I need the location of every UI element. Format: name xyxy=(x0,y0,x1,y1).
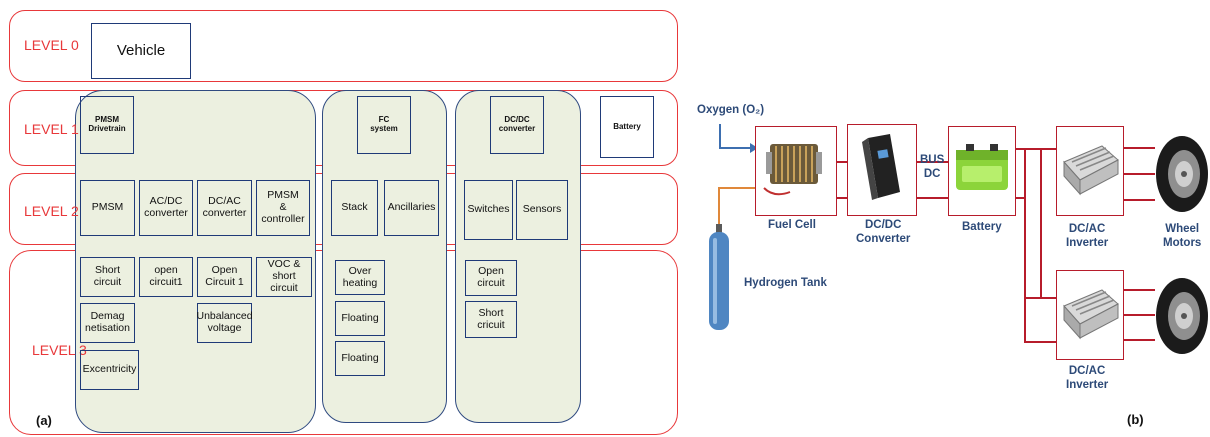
battery-label: Battery xyxy=(962,220,1002,234)
link-dcdc-bus-lower xyxy=(916,197,950,199)
demagnetisation-box: Demag netisation xyxy=(80,303,135,343)
switches-box: Switches xyxy=(464,180,513,240)
open-circuit-1-box: Open Circuit 1 xyxy=(197,257,252,297)
level-2-label: LEVEL 2 xyxy=(24,203,79,219)
link-bus-inverter-bottom-a xyxy=(1024,297,1058,299)
panel-a-caption: (a) xyxy=(36,413,52,428)
fuel-cell-icon xyxy=(760,132,832,204)
level-1-label: LEVEL 1 xyxy=(24,121,79,137)
stack-box: Stack xyxy=(331,180,378,236)
level-0-label: LEVEL 0 xyxy=(24,37,79,53)
fc-system-box: FC system xyxy=(357,96,411,154)
ancillaries-box: Ancillaries xyxy=(384,180,439,236)
level-3-label: LEVEL 3 xyxy=(32,342,87,358)
dcac-converter-box: DC/AC converter xyxy=(197,180,252,236)
floating-box-1: Floating xyxy=(335,301,385,336)
inverter-top-label: DC/AC Inverter xyxy=(1066,222,1108,251)
open-circuit-dc-box: Open circuit xyxy=(465,260,517,296)
dcdc-converter-box: DC/DC converter xyxy=(490,96,544,154)
hydrogen-tank-label: Hydrogen Tank xyxy=(744,276,827,290)
short-circuit-dc-box: Short cricuit xyxy=(465,301,517,338)
dcdc-converter-label: DC/DC Converter xyxy=(856,218,910,247)
battery-icon xyxy=(952,140,1012,196)
floating-box-2: Floating xyxy=(335,341,385,376)
sensors-box: Sensors xyxy=(516,180,568,240)
link-bus-inverter-bottom-b xyxy=(1024,341,1058,343)
pmsm-box: PMSM xyxy=(80,180,135,236)
inverter-bottom-label: DC/AC Inverter xyxy=(1066,364,1108,393)
fuel-cell-label: Fuel Cell xyxy=(768,218,816,232)
battery-box: Battery xyxy=(600,96,654,158)
acdc-converter-box: AC/DC converter xyxy=(139,180,193,236)
vehicle-box: Vehicle xyxy=(91,23,191,79)
bus-dc-label: BUS DC xyxy=(920,153,944,182)
open-circuit1-box: open circuit1 xyxy=(139,257,193,297)
oxygen-label: Oxygen (O₂) xyxy=(697,103,764,117)
inverter-bottom-icon xyxy=(1058,284,1122,344)
panel-b-caption: (b) xyxy=(1127,412,1144,427)
bus-vertical-2 xyxy=(1040,148,1042,298)
hydrogen-tank-icon xyxy=(704,224,734,332)
inverter-top-icon xyxy=(1058,140,1122,200)
voc-short-circuit-box: VOC & short circuit xyxy=(256,257,312,297)
wheel-motor-top-icon xyxy=(1150,134,1210,214)
pmsm-controller-box: PMSM & controller xyxy=(256,180,310,236)
wheel-motor-bottom-icon xyxy=(1150,276,1210,356)
pmsm-drivetrain-box: PMSM Drivetrain xyxy=(80,96,134,154)
unbalanced-voltage-box: Unbalanced voltage xyxy=(197,303,252,343)
bus-vertical-1 xyxy=(1024,148,1026,343)
oxygen-arrow-icon xyxy=(716,122,760,162)
excentricity-box: Excentricity xyxy=(80,350,139,390)
short-circuit-box: Short circuit xyxy=(80,257,135,297)
wheel-motors-label: Wheel Motors xyxy=(1163,222,1201,251)
over-heating-box: Over heating xyxy=(335,260,385,295)
dcdc-converter-icon xyxy=(856,132,908,208)
